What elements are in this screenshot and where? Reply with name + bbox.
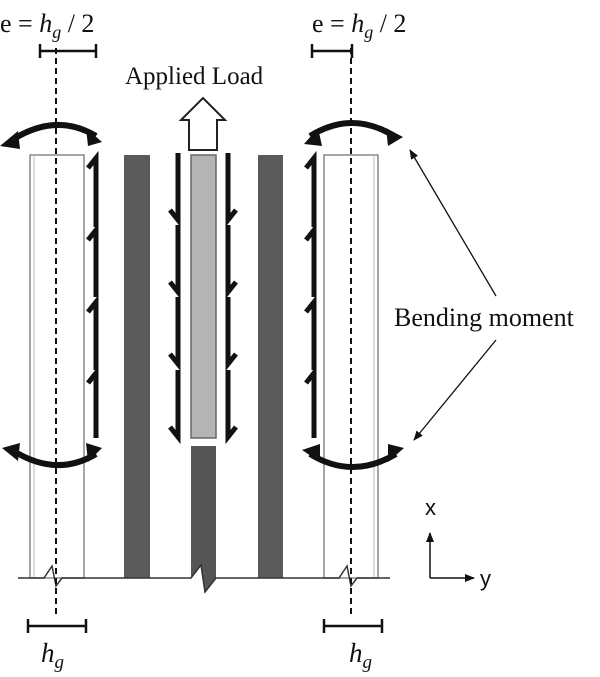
thickness-label-right: hg [349, 638, 372, 673]
half-arrow-icon [86, 150, 99, 227]
half-arrow-icon [304, 294, 317, 370]
half-arrow-icon [304, 150, 317, 227]
eccentricity-dimension-left [38, 44, 98, 58]
half-arrow-icon [304, 365, 317, 438]
eccentricity-label-left: e = hg / 2 [0, 9, 94, 42]
eccentricity-label-right: e = hg / 2 [312, 9, 406, 42]
bending-moment-leader-bottom [413, 339, 497, 441]
half-arrow-icon [86, 294, 99, 370]
hollow-arrow-up-icon [178, 96, 228, 151]
half-arrow-icon [86, 365, 99, 438]
half-arrow-icon [168, 225, 181, 300]
half-arrow-icon [225, 297, 238, 372]
cover-plate-right [323, 154, 379, 579]
half-arrow-icon [225, 225, 238, 300]
thickness-dimension-right [322, 619, 384, 633]
half-arrow-icon [168, 297, 181, 372]
curved-arrow-icon [10, 122, 98, 143]
half-arrow-icon [225, 370, 238, 445]
thickness-label-left: hg [41, 638, 64, 673]
center-adherend-loaded [190, 154, 217, 439]
thickness-dimension-left [26, 619, 88, 633]
axes-icon [426, 532, 475, 582]
half-arrow-icon [168, 370, 181, 445]
outer-adherend-left [124, 155, 150, 578]
center-adherend-lower [191, 446, 216, 592]
shear-arrows-right-cover [304, 150, 317, 438]
bending-moment-arrows [0, 120, 404, 470]
half-arrow-icon [225, 153, 238, 228]
half-arrow-icon [304, 222, 317, 297]
shear-arrows-center-right [225, 153, 238, 445]
half-arrow-icon [168, 153, 181, 228]
eccentricity-dimension-right [310, 44, 354, 58]
half-arrow-icon [86, 222, 99, 297]
shear-arrows-center-left [168, 153, 181, 445]
axis-x-label: x [425, 495, 436, 520]
shear-arrows-left-cover [86, 150, 99, 438]
bending-moment-label: Bending moment [394, 303, 575, 332]
outer-adherend-right [258, 155, 283, 578]
axis-y-label: y [480, 566, 491, 591]
applied-load-label: Applied Load [125, 63, 264, 90]
bending-moment-leader-top [409, 149, 497, 297]
